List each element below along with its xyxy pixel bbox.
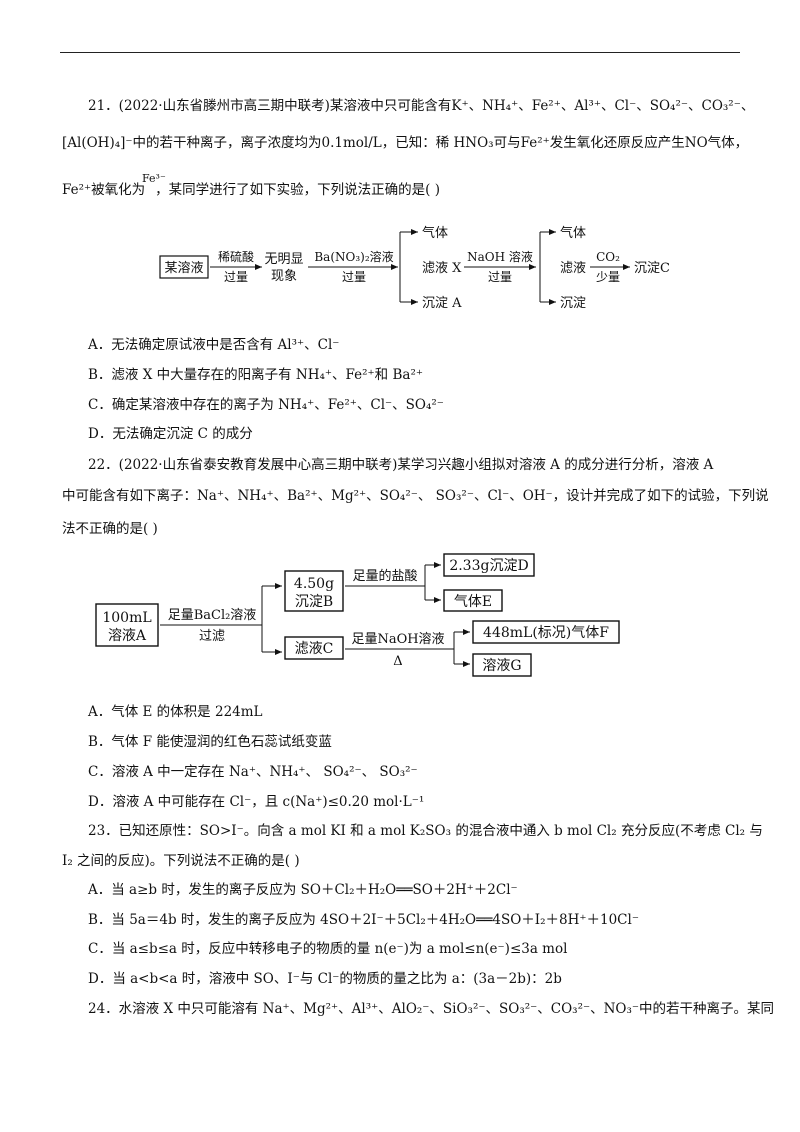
q22-box-a bbox=[95, 603, 159, 647]
q22-box-c bbox=[284, 636, 344, 660]
q21-line3-b: ，某同学进行了如下实验，下列说法正确的是( ) bbox=[155, 182, 440, 198]
q21-ppt2: 沉淀 bbox=[560, 296, 586, 311]
q21-line3: Fe²⁺被氧化为 ，某同学进行了如下实验，下列说法正确的是( ) bbox=[62, 181, 440, 199]
q22-box-d-label: 2.33g沉淀D bbox=[449, 558, 528, 574]
q21-line3-a: Fe²⁺被氧化为 bbox=[62, 182, 146, 198]
q22-box-g bbox=[472, 653, 532, 677]
q22-option-c: C．溶液 A 中一定存在 Na⁺、NH₄⁺、 SO₄²⁻、 SO₃²⁻ bbox=[88, 764, 418, 780]
q22-box-c-label: 滤液C bbox=[295, 641, 334, 657]
q22-line2: 中可能含有如下离子：Na⁺、NH₄⁺、Ba²⁺、Mg²⁺、SO₄²⁻、 SO₃²… bbox=[62, 488, 769, 504]
q22-arrow-bottom: 过滤 bbox=[199, 629, 225, 644]
q21-arrow2-top: Ba(NO₃)₂溶液 bbox=[314, 249, 393, 264]
q22-box-a-line2: 溶液A bbox=[108, 628, 147, 644]
q21-option-a: A．无法确定原试液中是否含有 Al³⁺、Cl⁻ bbox=[88, 337, 340, 353]
q22-option-b: B．气体 F 能使湿润的红色石蕊试纸变蓝 bbox=[88, 734, 332, 750]
q22-naoh-label: 足量NaOH溶液 bbox=[351, 632, 444, 647]
q22-arrow-top: 足量BaCl₂溶液 bbox=[168, 608, 257, 623]
q21-box-solution bbox=[159, 255, 209, 279]
q22-option-a: A．气体 E 的体积是 224mL bbox=[88, 704, 263, 720]
q21-box-label: 某溶液 bbox=[164, 261, 203, 276]
q22-box-e bbox=[443, 589, 503, 612]
q23-line2: I₂ 之间的反应)。下列说法不正确的是( ) bbox=[62, 853, 300, 869]
q21-arrow3-bottom: 过量 bbox=[488, 270, 512, 284]
q22-option-d: D．溶液 A 中可能存在 Cl⁻，且 c(Na⁺)≤0.20 mol·L⁻¹ bbox=[88, 794, 425, 810]
q23-option-a: A．当 a≥b 时，发生的离子反应为 SO＋Cl₂＋H₂O══SO＋2H⁺＋2C… bbox=[88, 882, 518, 898]
q21-mid1b: 现象 bbox=[271, 269, 297, 284]
q21-arrow4-top: CO₂ bbox=[596, 250, 620, 264]
q21-arrow1-top: 稀硫酸 bbox=[218, 249, 254, 264]
q24-line1: 24．水溶液 X 中只可能溶有 Na⁺、Mg²⁺、Al³⁺、AlO₂⁻、SiO₃… bbox=[88, 1001, 775, 1017]
q21-arrow4-bottom: 少量 bbox=[596, 270, 620, 284]
q23-option-d: D．当 a<b<a 时，溶液中 SO、I⁻与 Cl⁻的物质的量之比为 a：(3a… bbox=[88, 971, 562, 987]
q21-option-c: C．确定某溶液中存在的离子为 NH₄⁺、Fe²⁺、Cl⁻、SO₄²⁻ bbox=[88, 397, 444, 413]
q22-box-b-line1: 4.50g bbox=[294, 576, 334, 592]
q22-box-d bbox=[443, 553, 535, 577]
q22-box-a-line1: 100mL bbox=[102, 610, 151, 626]
q22-box-b bbox=[284, 570, 344, 612]
q21-arrow1-bottom: 过量 bbox=[224, 270, 248, 284]
q22-box-e-label: 气体E bbox=[454, 594, 492, 610]
q21-line2: [Al(OH)₄]⁻中的若干种离子，离子浓度均为0.1mol/L，已知：稀 HN… bbox=[62, 135, 749, 151]
q22-box-g-label: 溶液G bbox=[482, 658, 521, 674]
q21-ppt-c: 沉淀C bbox=[634, 261, 670, 276]
q21-arrow3-top: NaOH 溶液 bbox=[467, 249, 533, 264]
fe3-superscript: Fe³⁻ bbox=[142, 172, 166, 185]
q21-gas1: 气体 bbox=[422, 225, 448, 241]
q21-arrow2-bottom: 过量 bbox=[342, 270, 366, 284]
q22-box-b-line2: 沉淀B bbox=[295, 594, 333, 610]
q22-delta-label: Δ bbox=[393, 654, 402, 669]
q23-line1: 23．已知还原性：SO>I⁻。向含 a mol KI 和 a mol K₂SO₃… bbox=[88, 823, 763, 839]
q21-line1: 21．(2022·山东省滕州市高三期中联考)某溶液中只可能含有K⁺、NH₄⁺、F… bbox=[88, 98, 755, 114]
q22-line1: 22．(2022·山东省泰安教育发展中心高三期中联考)某学习兴趣小组拟对溶液 A… bbox=[88, 457, 714, 473]
q23-option-c: C．当 a≤b≤a 时，反应中转移电子的物质的量 n(e⁻)为 a mol≤n(… bbox=[88, 941, 568, 957]
q21-mid1a: 无明显 bbox=[264, 252, 303, 267]
q21-ppt-a: 沉淀 A bbox=[422, 296, 462, 311]
q23-option-b: B．当 5a＝4b 时，发生的离子反应为 4SO＋2I⁻＋5Cl₂＋4H₂O══… bbox=[88, 912, 639, 928]
q21-option-d: D．无法确定沉淀 C 的成分 bbox=[88, 426, 253, 442]
header-rule bbox=[60, 52, 740, 53]
q22-box-f bbox=[472, 620, 620, 644]
q22-line3: 法不正确的是( ) bbox=[62, 521, 158, 537]
q21-gas2: 气体 bbox=[560, 225, 586, 241]
q22-hcl-label: 足量的盐酸 bbox=[352, 568, 417, 584]
q21-option-b: B．滤液 X 中大量存在的阳离子有 NH₄⁺、Fe²⁺和 Ba²⁺ bbox=[88, 367, 423, 383]
q21-filtrate2: 滤液 bbox=[560, 261, 586, 276]
q21-filtrate-x: 滤液 X bbox=[422, 261, 462, 276]
q22-box-f-label: 448mL(标况)气体F bbox=[483, 625, 609, 641]
